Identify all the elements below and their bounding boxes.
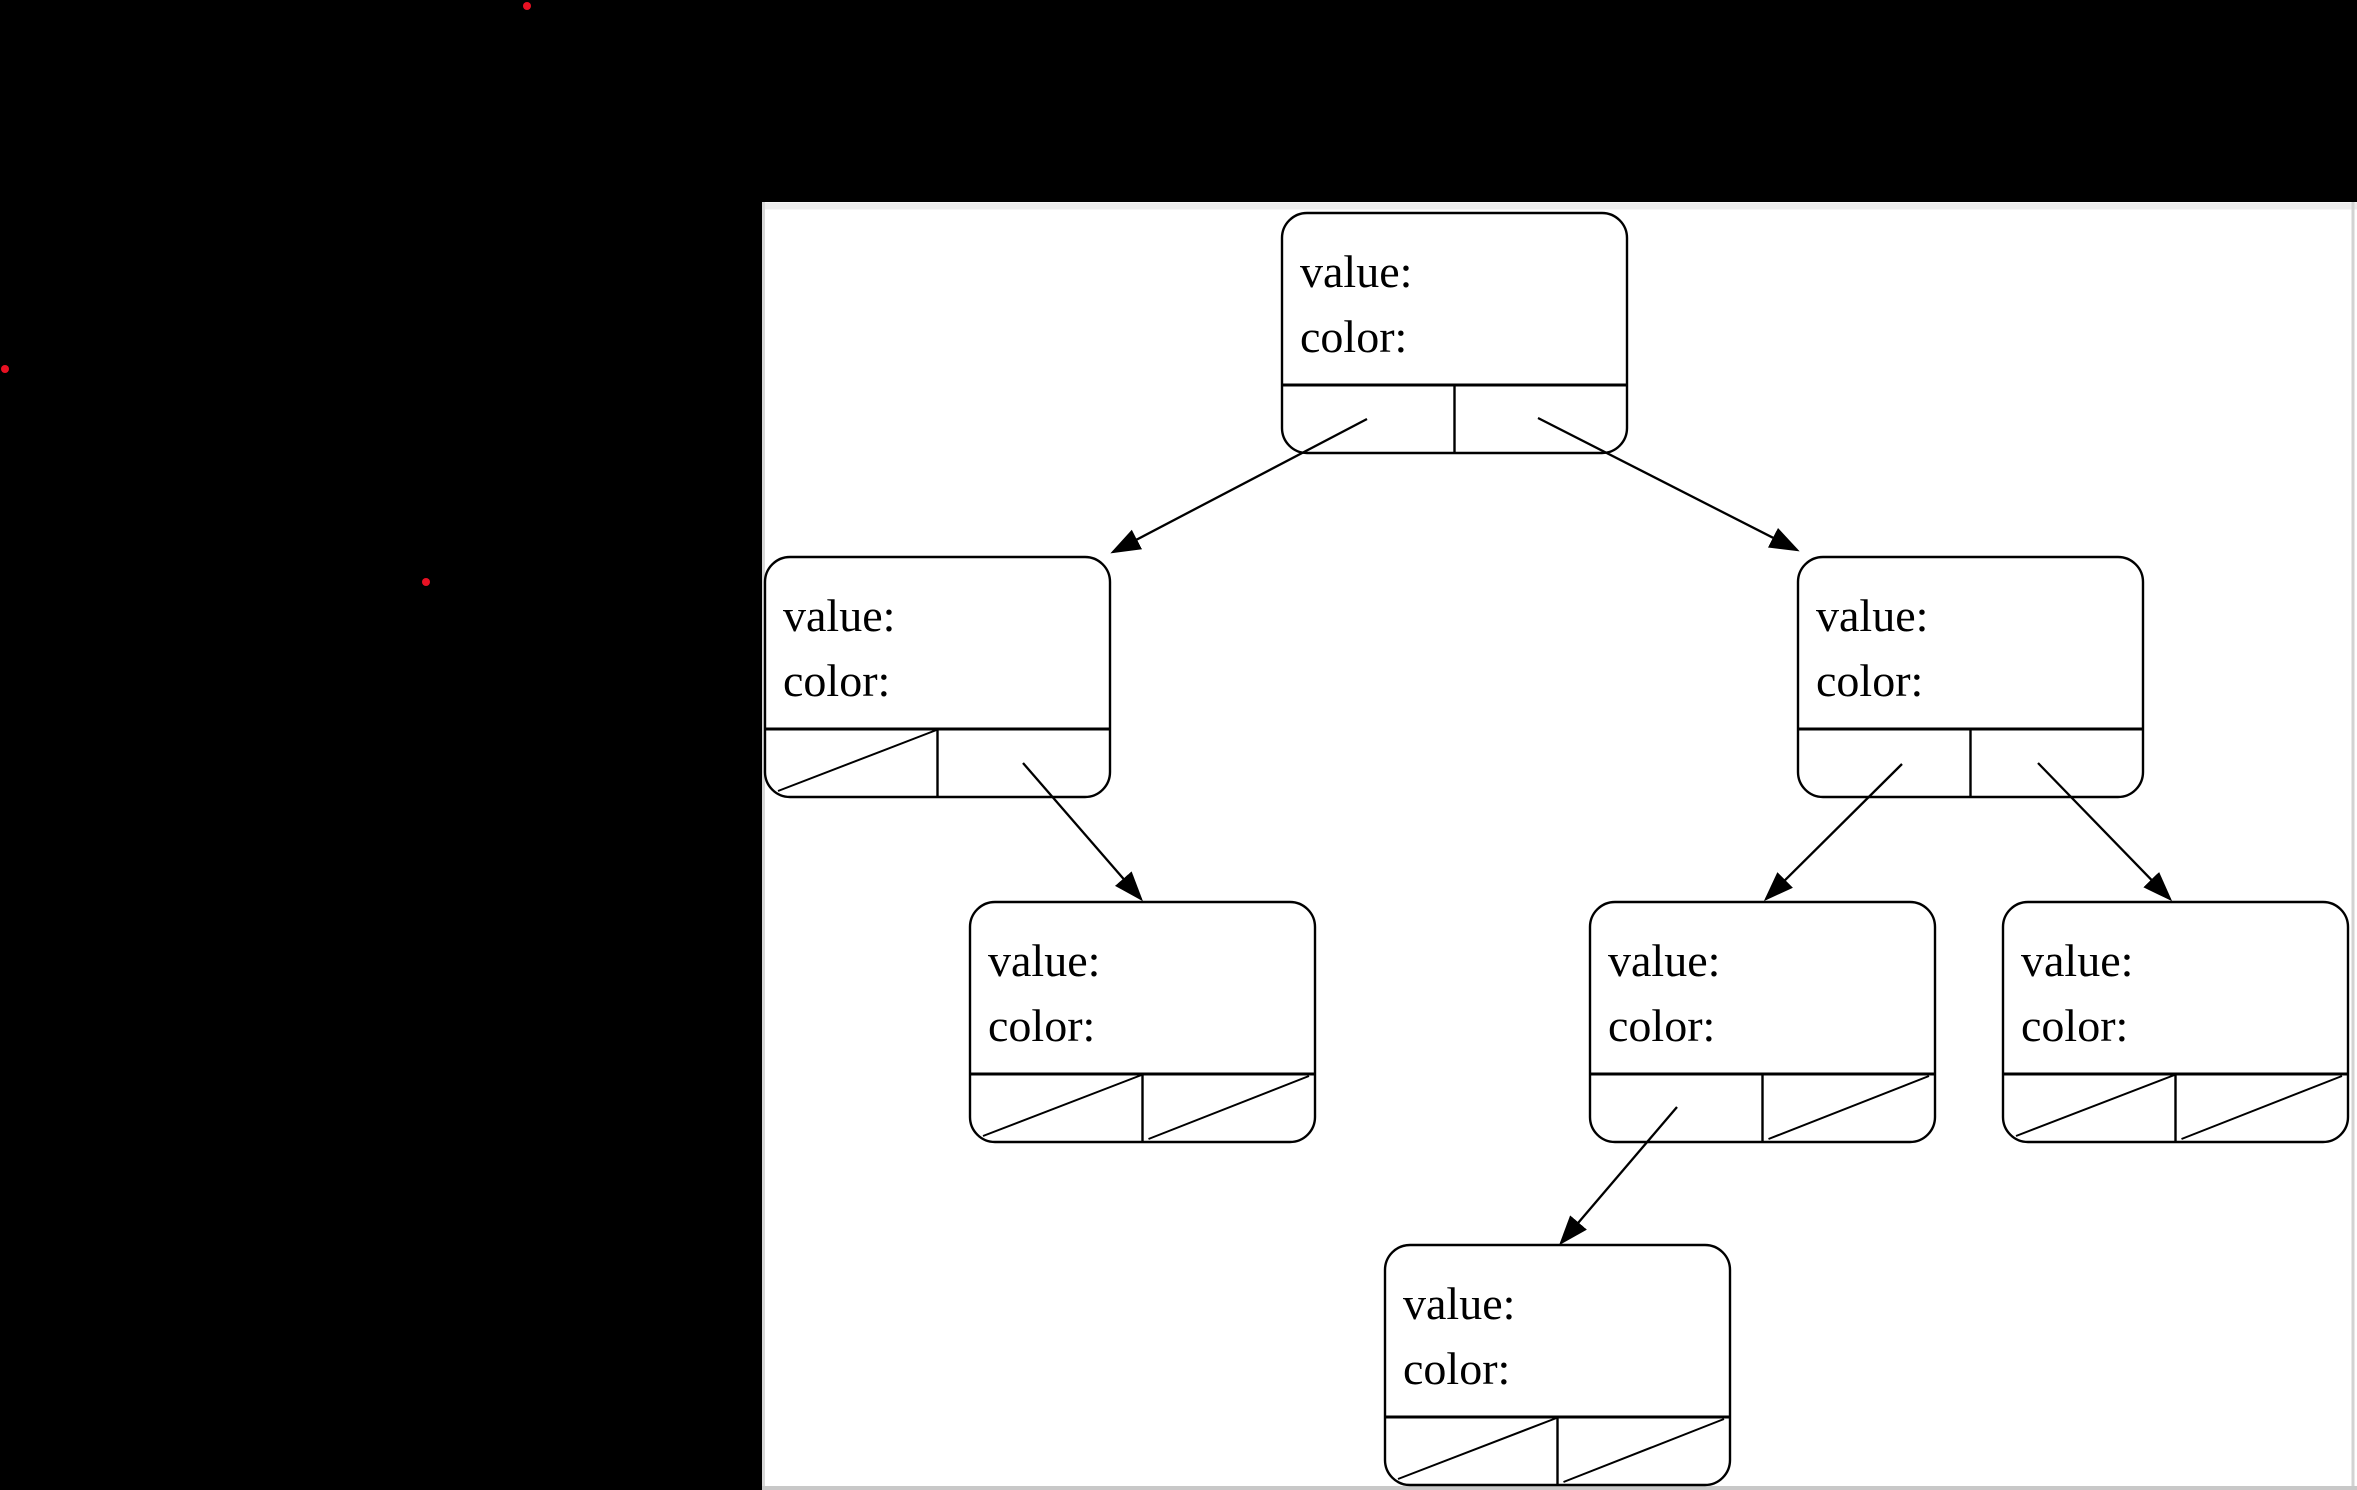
node-color-label: color: <box>1300 311 1407 362</box>
tree-edge-root-right <box>1537 416 1800 552</box>
node-value-label: value: <box>783 590 895 641</box>
red-dots <box>1 2 531 586</box>
red-dot <box>1 365 9 373</box>
tree-edges <box>1022 416 2173 1246</box>
tree-node-RL: value: color: <box>1588 900 1937 1144</box>
node-color-label: color: <box>2021 1000 2128 1051</box>
tree-edge-L-right <box>1022 762 1143 902</box>
node-value-label: value: <box>2021 935 2133 986</box>
node-value-label: value: <box>1300 246 1412 297</box>
tree-edge-root-left <box>1110 417 1368 554</box>
node-value-label: value: <box>1816 590 1928 641</box>
tree-node-root: value: color: <box>1280 211 1629 455</box>
right-null-pointer-slash <box>2181 1075 2343 1140</box>
node-color-label: color: <box>1816 655 1923 706</box>
node-value-label: value: <box>1403 1278 1515 1329</box>
node-color-label: color: <box>1403 1343 1510 1394</box>
red-dot <box>523 2 531 10</box>
right-null-pointer-slash <box>1148 1075 1310 1140</box>
node-color-label: color: <box>783 655 890 706</box>
left-null-pointer-slash <box>1397 1417 1557 1480</box>
tree-edge-RL-left <box>1559 1106 1678 1246</box>
tree-nodes: value:color:value:color:value:color:valu… <box>763 211 2350 1487</box>
node-value-label: value: <box>1608 935 1720 986</box>
node-value-label: value: <box>988 935 1100 986</box>
tree-node-RR: value: color: <box>2001 900 2350 1144</box>
left-null-pointer-slash <box>2015 1074 2175 1137</box>
tree-node-LR: value: color: <box>968 900 1317 1144</box>
tree-node-R: value: color: <box>1796 555 2145 799</box>
node-color-label: color: <box>988 1000 1095 1051</box>
red-dot <box>422 578 430 586</box>
left-null-pointer-slash <box>982 1074 1142 1137</box>
tree-edge-R-left <box>1763 763 1903 902</box>
right-null-pointer-slash <box>1768 1075 1930 1140</box>
right-null-pointer-slash <box>1563 1418 1725 1483</box>
node-color-label: color: <box>1608 1000 1715 1051</box>
tree-node-L: value: color: <box>763 555 1112 799</box>
tree-node-RLL: value: color: <box>1383 1243 1732 1487</box>
left-null-pointer-slash <box>777 729 937 792</box>
tree-edge-R-right <box>2037 762 2173 902</box>
